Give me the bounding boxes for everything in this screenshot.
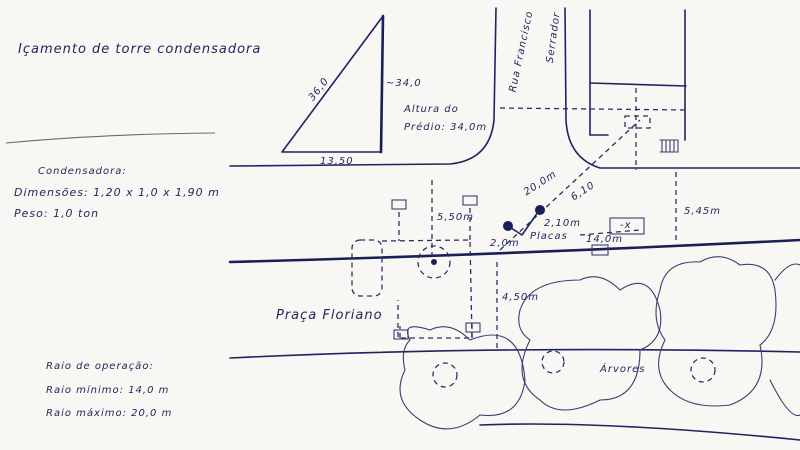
tree-1-trunk (432, 362, 458, 388)
step-mark (591, 244, 609, 256)
tree-2 (518, 276, 662, 411)
tree-3-trunk (690, 357, 716, 383)
road-center-line (228, 238, 800, 264)
condenser-target-box (624, 115, 651, 129)
radius-heading: Raio de operação: (46, 361, 154, 372)
building-height-line2: Prédio: 34,0m (404, 122, 488, 133)
building-wall (589, 9, 609, 136)
building-top-edge (589, 82, 687, 87)
tree-1 (399, 326, 526, 430)
street-width-dimension (499, 107, 687, 111)
small-box (609, 217, 645, 235)
outrigger-pad-1 (391, 199, 407, 210)
condenser-dimensions: Dimensões: 1,20 x 1,0 x 1,90 m (14, 186, 220, 199)
triangle-height-side (379, 14, 385, 154)
box-label: -x (620, 220, 632, 231)
outrigger-pad-2 (462, 195, 478, 206)
crane-pivot (431, 259, 437, 265)
note-divider (5, 132, 216, 144)
plate-pointer (507, 211, 539, 236)
dim-5-45-label: 5,45m (684, 206, 722, 217)
crane-cab (351, 239, 383, 297)
dim-4-50-label: 4,50m (502, 292, 540, 303)
crane-outrigger-frame (381, 239, 473, 339)
tree-2-trunk (541, 350, 565, 374)
sidewalk-edge (479, 423, 800, 441)
road-edge-top-right (564, 7, 800, 169)
condenser-heading: Condensadora: (38, 166, 127, 177)
outrigger-legs (398, 208, 473, 338)
triangle-height: ~34,0 (386, 78, 422, 89)
tree-3 (655, 256, 777, 407)
dim-14-label: 14,0m (586, 234, 624, 245)
height-triangle (281, 15, 384, 153)
dim-2-label: 2,0m (490, 238, 520, 249)
outrigger-pad-4 (465, 322, 481, 333)
sketch-title: Içamento de torre condensadora (18, 42, 262, 57)
lift-radius-line (499, 119, 641, 251)
plates-label: Placas (530, 231, 568, 242)
tree-4-partial (769, 263, 800, 417)
plaza-label: Praça Floriano (276, 308, 383, 323)
crane-slew-circle (417, 245, 451, 279)
radius-min: Raio mínimo: 14,0 m (46, 385, 170, 396)
condenser-weight: Peso: 1,0 ton (14, 207, 100, 220)
triangle-base: 13,50 (320, 156, 354, 167)
trees-label: Árvores (600, 364, 646, 375)
road-edge-top-left (229, 7, 497, 167)
stair-hatch (659, 139, 679, 153)
radius-max: Raio máximo: 20,0 m (46, 408, 173, 419)
dim-5-50-label: 5,50m (437, 212, 475, 223)
building-height-line1: Altura do (404, 104, 459, 115)
road-edge-bottom (229, 348, 800, 359)
dim-2-10-label: 2,10m (544, 218, 582, 229)
